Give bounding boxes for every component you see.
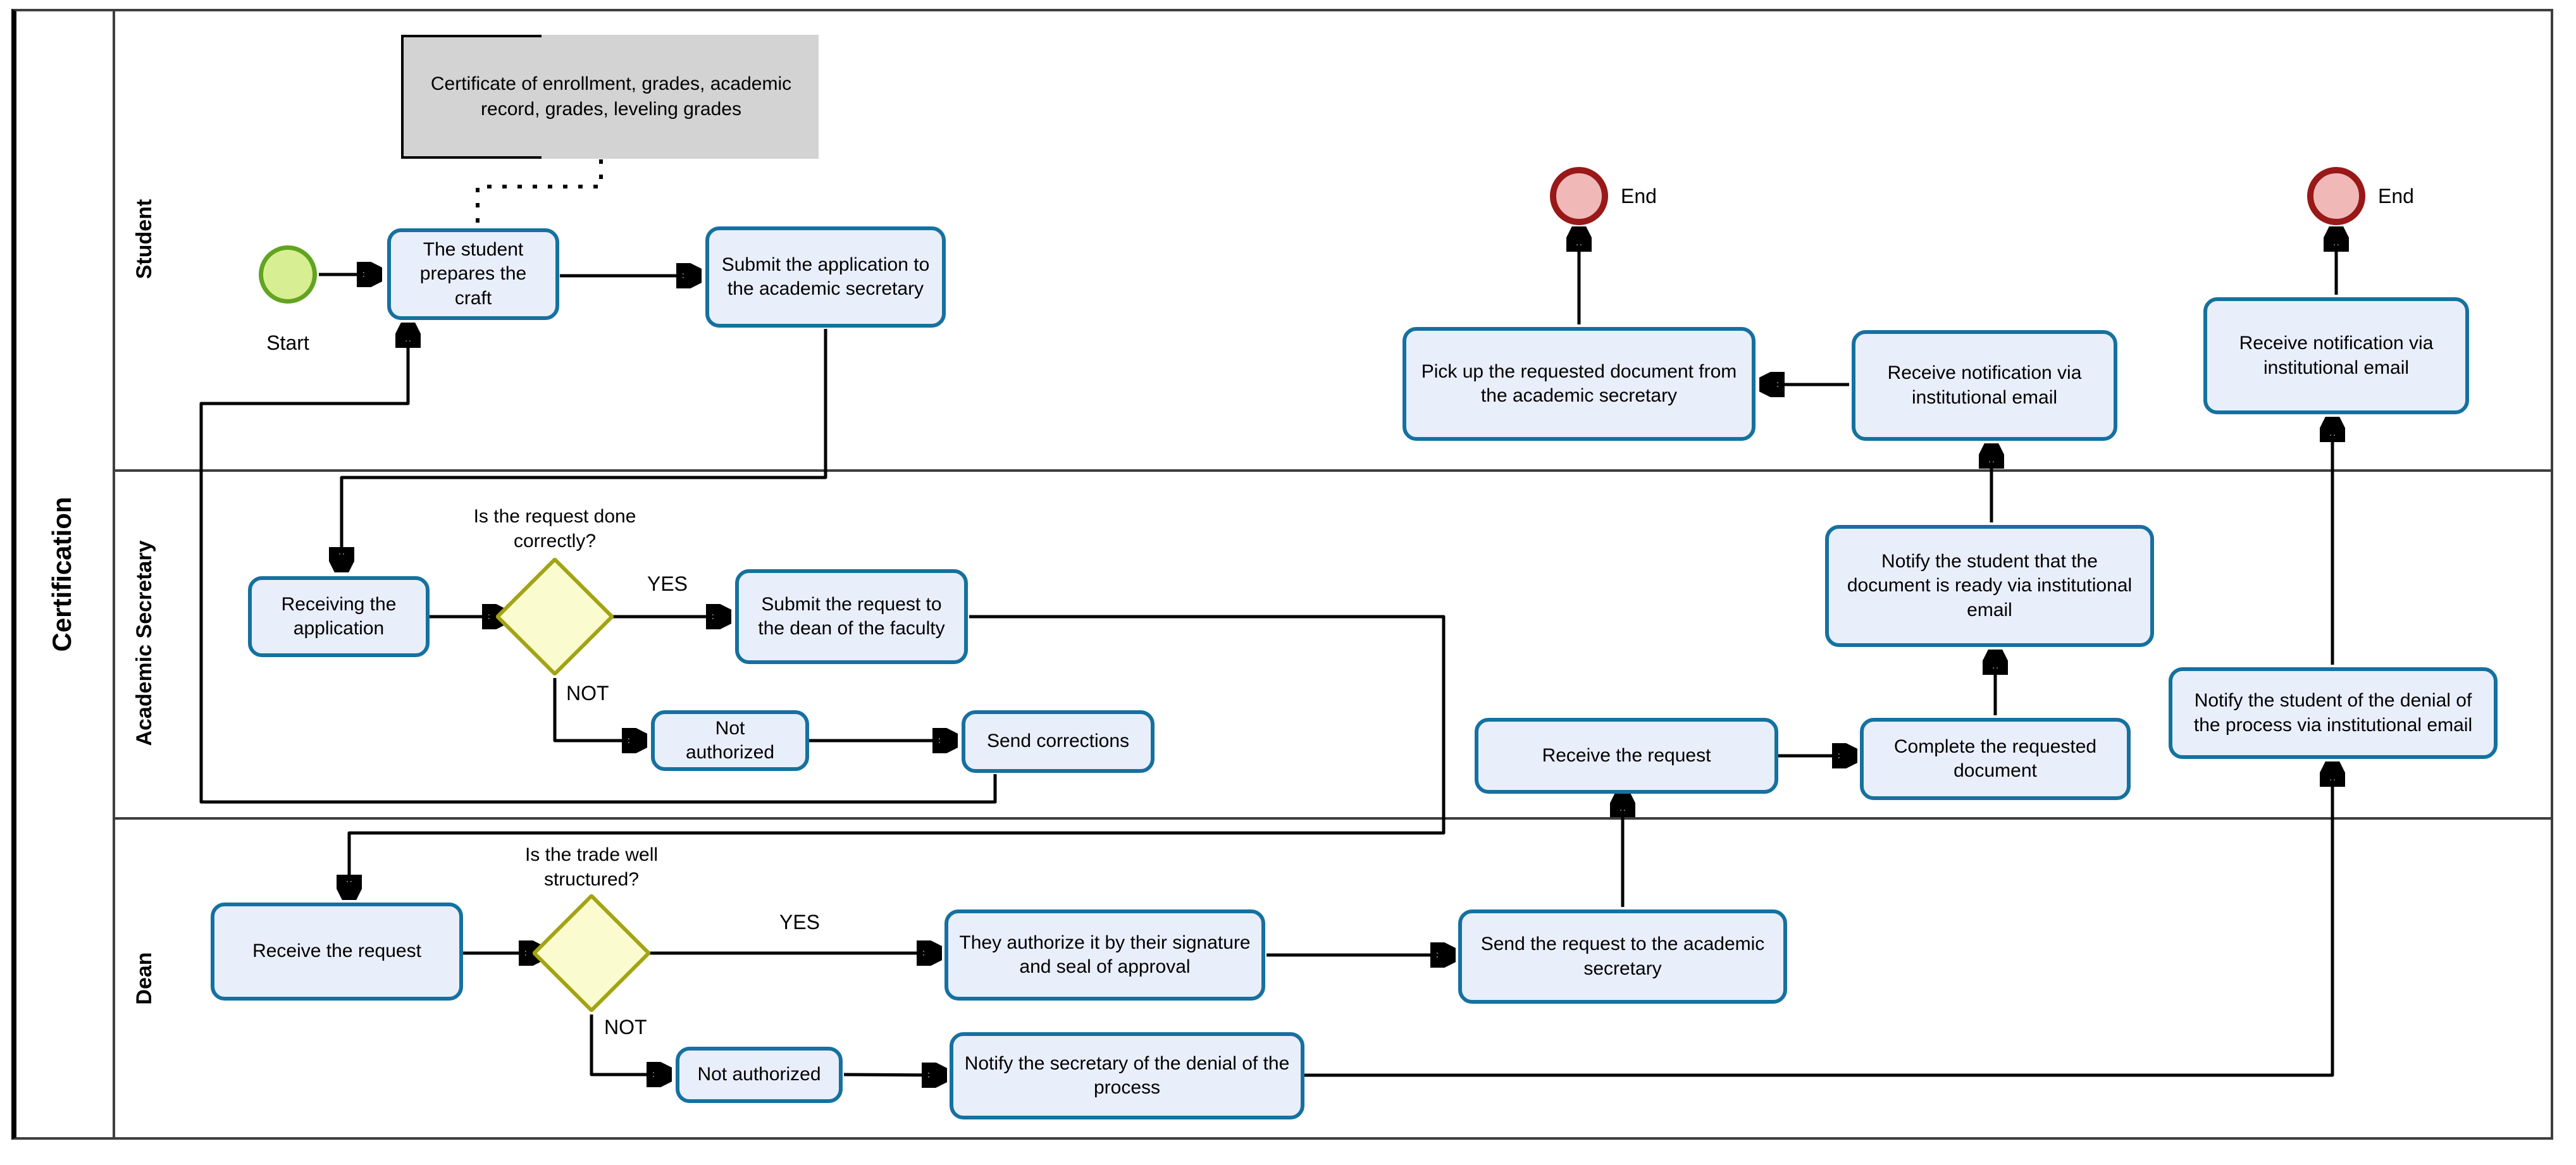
task-label: Notify the student of the denial of the …: [2193, 690, 2473, 736]
task-label: Pick up the requested document from the …: [1421, 361, 1737, 406]
end-event-denial: [2307, 167, 2365, 225]
task-label: Notify the secretary of the denial of th…: [964, 1052, 1290, 1098]
task-label: Receive the request: [252, 940, 421, 962]
task-receive-notification-denial: Receive notification via institutional e…: [2203, 297, 2469, 414]
note-bracket-top: [404, 35, 542, 37]
lane-label-dean: Dean: [132, 952, 156, 1005]
task-label: Receiving the application: [281, 593, 397, 639]
text-annotation: Certificate of enrollment, grades, acade…: [401, 35, 819, 159]
task-label: Submit the request to the dean of the fa…: [758, 593, 945, 639]
task-label: Receive notification via institutional e…: [1887, 362, 2082, 408]
task-label: Not authorized: [685, 717, 775, 763]
lane-separator-student-secretary: [115, 469, 2553, 472]
pool-certification: [11, 9, 2553, 1140]
task-pickup-document: Pick up the requested document from the …: [1403, 327, 1756, 441]
label-not-secretary: NOT: [566, 682, 609, 705]
label-not-dean: NOT: [604, 1016, 647, 1039]
gateway1-question: Is the request done correctly?: [473, 506, 636, 552]
start-event: [259, 245, 317, 304]
lane-separator-secretary-dean: [115, 817, 2553, 820]
task-label: Send corrections: [986, 730, 1130, 752]
label-yes-dean: YES: [779, 911, 820, 934]
end-event-denial-label: End: [2378, 185, 2414, 207]
task-label: Receive notification via institutional e…: [2239, 333, 2434, 378]
start-event-label: Start: [266, 331, 309, 354]
task-send-corrections: Send corrections: [962, 710, 1155, 773]
end-event-pickup-label: End: [1621, 185, 1657, 207]
lane-label-academic-secretary: Academic Secretary: [132, 540, 156, 746]
lane-label-student: Student: [132, 199, 156, 280]
task-notify-student-ready: Notify the student that the document is …: [1825, 525, 2154, 647]
task-label: Submit the application to the academic s…: [721, 254, 930, 299]
task-label: Not authorized: [697, 1064, 821, 1085]
task-complete-document: Complete the requested document: [1860, 718, 2131, 800]
task-send-request-secretary: Send the request to the academic secreta…: [1458, 909, 1787, 1004]
task-not-authorized-secretary: Not authorized: [651, 710, 809, 771]
pool-label-separator: [113, 9, 115, 1140]
task-notify-student-denial: Notify the student of the denial of the …: [2169, 667, 2498, 759]
task-label: Send the request to the academic secreta…: [1480, 934, 1765, 979]
task-receiving-application: Receiving the application: [248, 576, 430, 657]
task-label: They authorize it by their signature and…: [959, 932, 1251, 977]
task-receive-request-dean: Receive the request: [211, 903, 463, 1001]
task-student-prepares: The student prepares the craft: [387, 228, 559, 320]
task-submit-request-dean: Submit the request to the dean of the fa…: [735, 569, 968, 664]
task-authorize-signature: They authorize it by their signature and…: [944, 909, 1265, 1001]
task-notify-secretary-denial: Notify the secretary of the denial of th…: [950, 1032, 1304, 1119]
task-submit-application: Submit the application to the academic s…: [705, 226, 946, 328]
task-label: Notify the student that the document is …: [1847, 551, 2133, 620]
note-bracket-bottom: [404, 156, 542, 159]
task-receive-request-secretary: Receive the request: [1475, 718, 1778, 794]
task-not-authorized-dean: Not authorized: [676, 1047, 843, 1103]
task-label: Complete the requested document: [1893, 736, 2097, 781]
end-event-pickup: [1550, 167, 1608, 225]
task-receive-notification-ready: Receive notification via institutional e…: [1852, 330, 2117, 441]
task-label: Receive the request: [1542, 744, 1711, 766]
label-yes-secretary: YES: [647, 572, 688, 595]
text-annotation-label: Certificate of enrollment, grades, acade…: [430, 73, 792, 120]
pool-title: Certification: [47, 496, 77, 652]
task-label: The student prepares the craft: [419, 239, 527, 309]
gateway2-question: Is the trade well structured?: [524, 844, 659, 890]
